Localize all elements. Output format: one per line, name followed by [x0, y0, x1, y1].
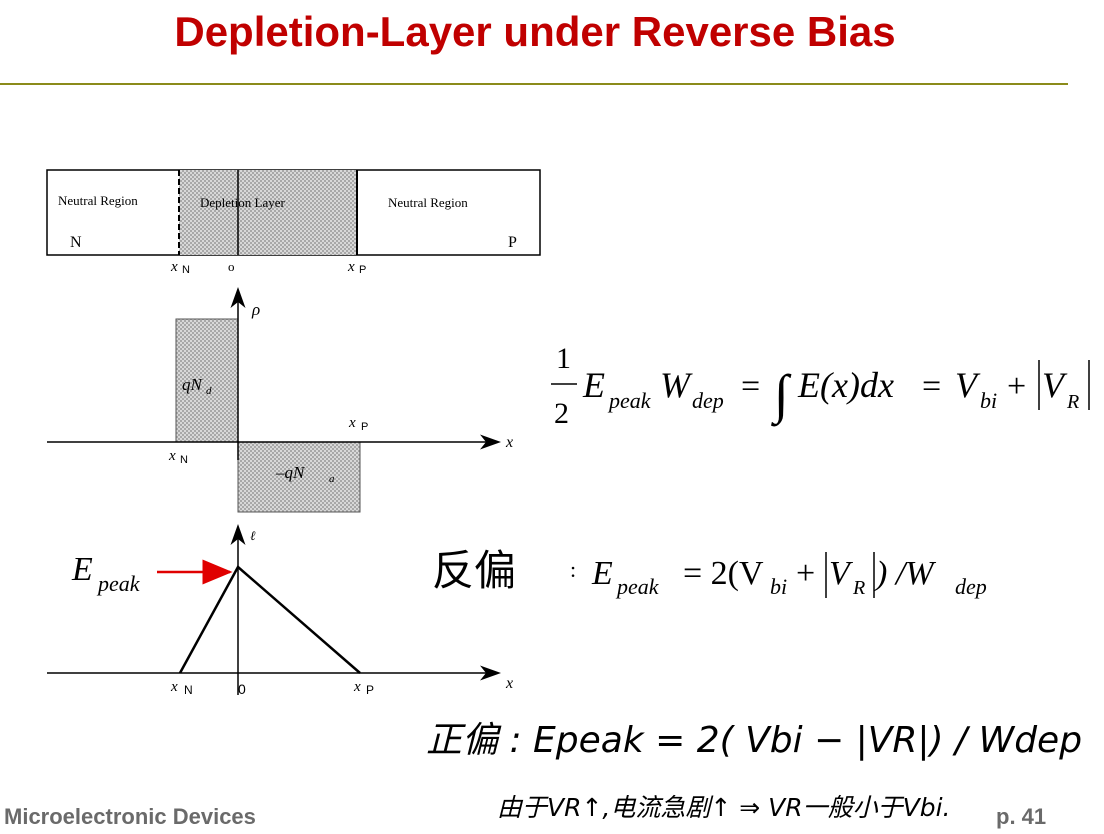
p-label: P [508, 234, 517, 251]
field-y-label: ℓ [250, 528, 256, 543]
eq2-VR: V [829, 555, 854, 592]
rho-label: ρ [251, 300, 260, 319]
field-xn-sub: N [184, 683, 193, 697]
xp-label: x [347, 259, 355, 275]
eq1-equals-2: = [922, 368, 941, 405]
charge-xp-sub: P [361, 421, 368, 433]
epeak-E: E [71, 551, 93, 588]
depletion-layer-label: Depletion Layer [200, 195, 285, 210]
eq1-W-sub: dep [692, 388, 724, 413]
xn-label: x [170, 259, 178, 275]
eq2-E: E [591, 555, 613, 592]
field-x-label: x [505, 675, 513, 692]
equation-reverse-bias: 反偏 : E peak = 2(V bi + V R ) /W dep [432, 546, 987, 599]
charge-xn-sub: N [180, 454, 188, 466]
title-rule [0, 83, 1068, 85]
equation-forward-bias: 正偏 : Epeak = 2( Vbi − |VR|) / Wdep [426, 720, 1082, 761]
equation-integral: 1 2 E peak W dep = ∫ E(x)dx = V bi + V R [551, 342, 1090, 430]
field-xn-label: x [170, 679, 178, 695]
note-text: 由于VR↑,电流急剧↑ ⇒ VR一般小于Vbi. [497, 793, 951, 822]
eq2-tail: ) /W [874, 555, 936, 592]
neutral-region-right: Neutral Region [388, 195, 468, 210]
eq2-rhs: = 2(V [683, 555, 764, 592]
epeak-sub: peak [96, 571, 141, 596]
charge-xp-label: x [348, 415, 356, 431]
eq1-integral: ∫ [771, 364, 792, 427]
field-xp-sub: P [366, 683, 374, 697]
eq1-VR-sub: R [1066, 391, 1079, 413]
region-diagram: Neutral Region Depletion Layer Neutral R… [46, 169, 541, 276]
eq2-colon: : [570, 557, 576, 582]
xp-sub: P [359, 264, 366, 276]
qnd-sub: d [206, 385, 212, 397]
eq1-V-sub: bi [980, 388, 997, 413]
eq2-W-sub: dep [955, 574, 987, 599]
n-label: N [70, 234, 82, 251]
negative-charge-block [237, 441, 361, 513]
qna-sub: a [329, 473, 335, 485]
origin-label: o [228, 259, 235, 274]
field-xp-label: x [353, 679, 361, 695]
eq3-handwritten: 正偏 : Epeak = 2( Vbi − |VR|) / Wdep [426, 720, 1082, 761]
charge-x-label: x [505, 434, 513, 451]
depletion-layer-fill [179, 170, 357, 255]
eq1-den: 2 [554, 397, 569, 430]
charge-xn-label: x [168, 448, 176, 464]
footer-course: Microelectronic Devices [4, 804, 256, 829]
eq2-V-sub: bi [770, 574, 787, 599]
charge-density-plot: ρ x qN d –qN a x N x P [47, 287, 513, 513]
xn-sub: N [182, 264, 190, 276]
field-zero: 0 [238, 681, 246, 697]
qna-label: –qN [275, 463, 306, 482]
eq2-plus: + [796, 555, 815, 592]
eq1-V: V [955, 365, 981, 405]
eq2-handwritten-prefix: 反偏 [432, 546, 516, 595]
eq1-body: E(x)dx [797, 365, 894, 405]
eq1-W: W [660, 365, 693, 405]
handwritten-note: 由于VR↑,电流急剧↑ ⇒ VR一般小于Vbi. [497, 793, 951, 822]
slide-title: Depletion-Layer under Reverse Bias [174, 8, 896, 55]
footer-page-number: p. 41 [996, 804, 1047, 829]
eq2-E-sub: peak [615, 574, 660, 599]
neutral-region-left: Neutral Region [58, 193, 138, 208]
eq2-VR-sub: R [852, 577, 865, 599]
eq1-plus: + [1007, 368, 1026, 405]
eq1-E: E [582, 365, 605, 405]
qnd-label: qN [182, 375, 204, 394]
electric-field-plot: ℓ x E peak x N 0 x P [47, 524, 513, 697]
eq1-num: 1 [556, 342, 571, 375]
eq1-VR: V [1042, 365, 1068, 405]
eq1-equals: = [741, 368, 760, 405]
field-triangle [178, 565, 361, 674]
eq1-E-sub: peak [607, 388, 652, 413]
